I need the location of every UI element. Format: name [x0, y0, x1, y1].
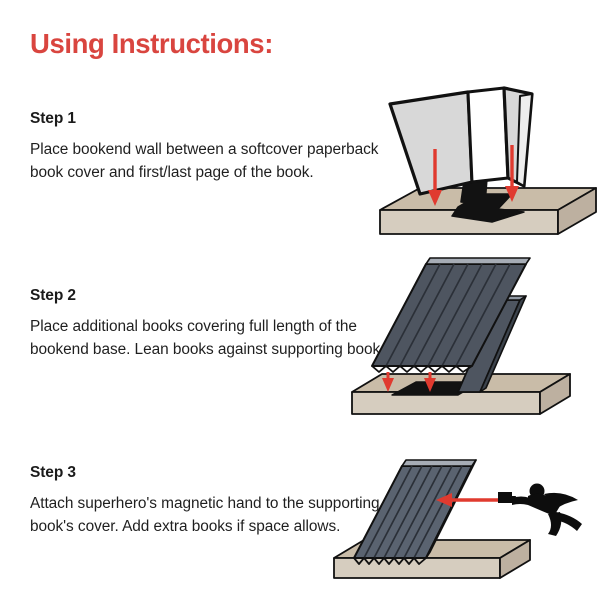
arrow-down-right — [424, 372, 436, 392]
placement-arrows — [382, 372, 436, 392]
step-3-block: Step 3 Attach superhero's magnetic hand … — [30, 464, 390, 539]
step-3-body: Attach superhero's magnetic hand to the … — [30, 495, 380, 536]
paperback-book — [388, 86, 534, 196]
superhero-silhouette — [498, 483, 582, 536]
insertion-arrows — [428, 145, 519, 206]
supporting-book — [457, 295, 527, 393]
step-2-illustration — [351, 257, 571, 415]
page-title: Using Instructions: — [30, 28, 273, 59]
step-2-heading: Step 2 — [30, 287, 76, 304]
arrow-down-right — [505, 145, 519, 202]
step-2-block: Step 2 Place additional books covering f… — [30, 287, 390, 362]
step-1-body: Place bookend wall between a softcover p… — [30, 141, 379, 182]
step-2-body: Place additional books covering full len… — [30, 318, 385, 359]
leaning-books — [353, 459, 477, 565]
leaning-books — [371, 257, 531, 373]
step-1-block: Step 1 Place bookend wall between a soft… — [30, 110, 390, 185]
step-3-heading: Step 3 — [30, 464, 76, 481]
step-1-illustration — [379, 86, 597, 235]
step-1-heading: Step 1 — [30, 110, 76, 127]
step-3-illustration — [333, 459, 582, 579]
arrow-down-left — [428, 149, 442, 206]
arrow-down-left — [382, 372, 394, 392]
